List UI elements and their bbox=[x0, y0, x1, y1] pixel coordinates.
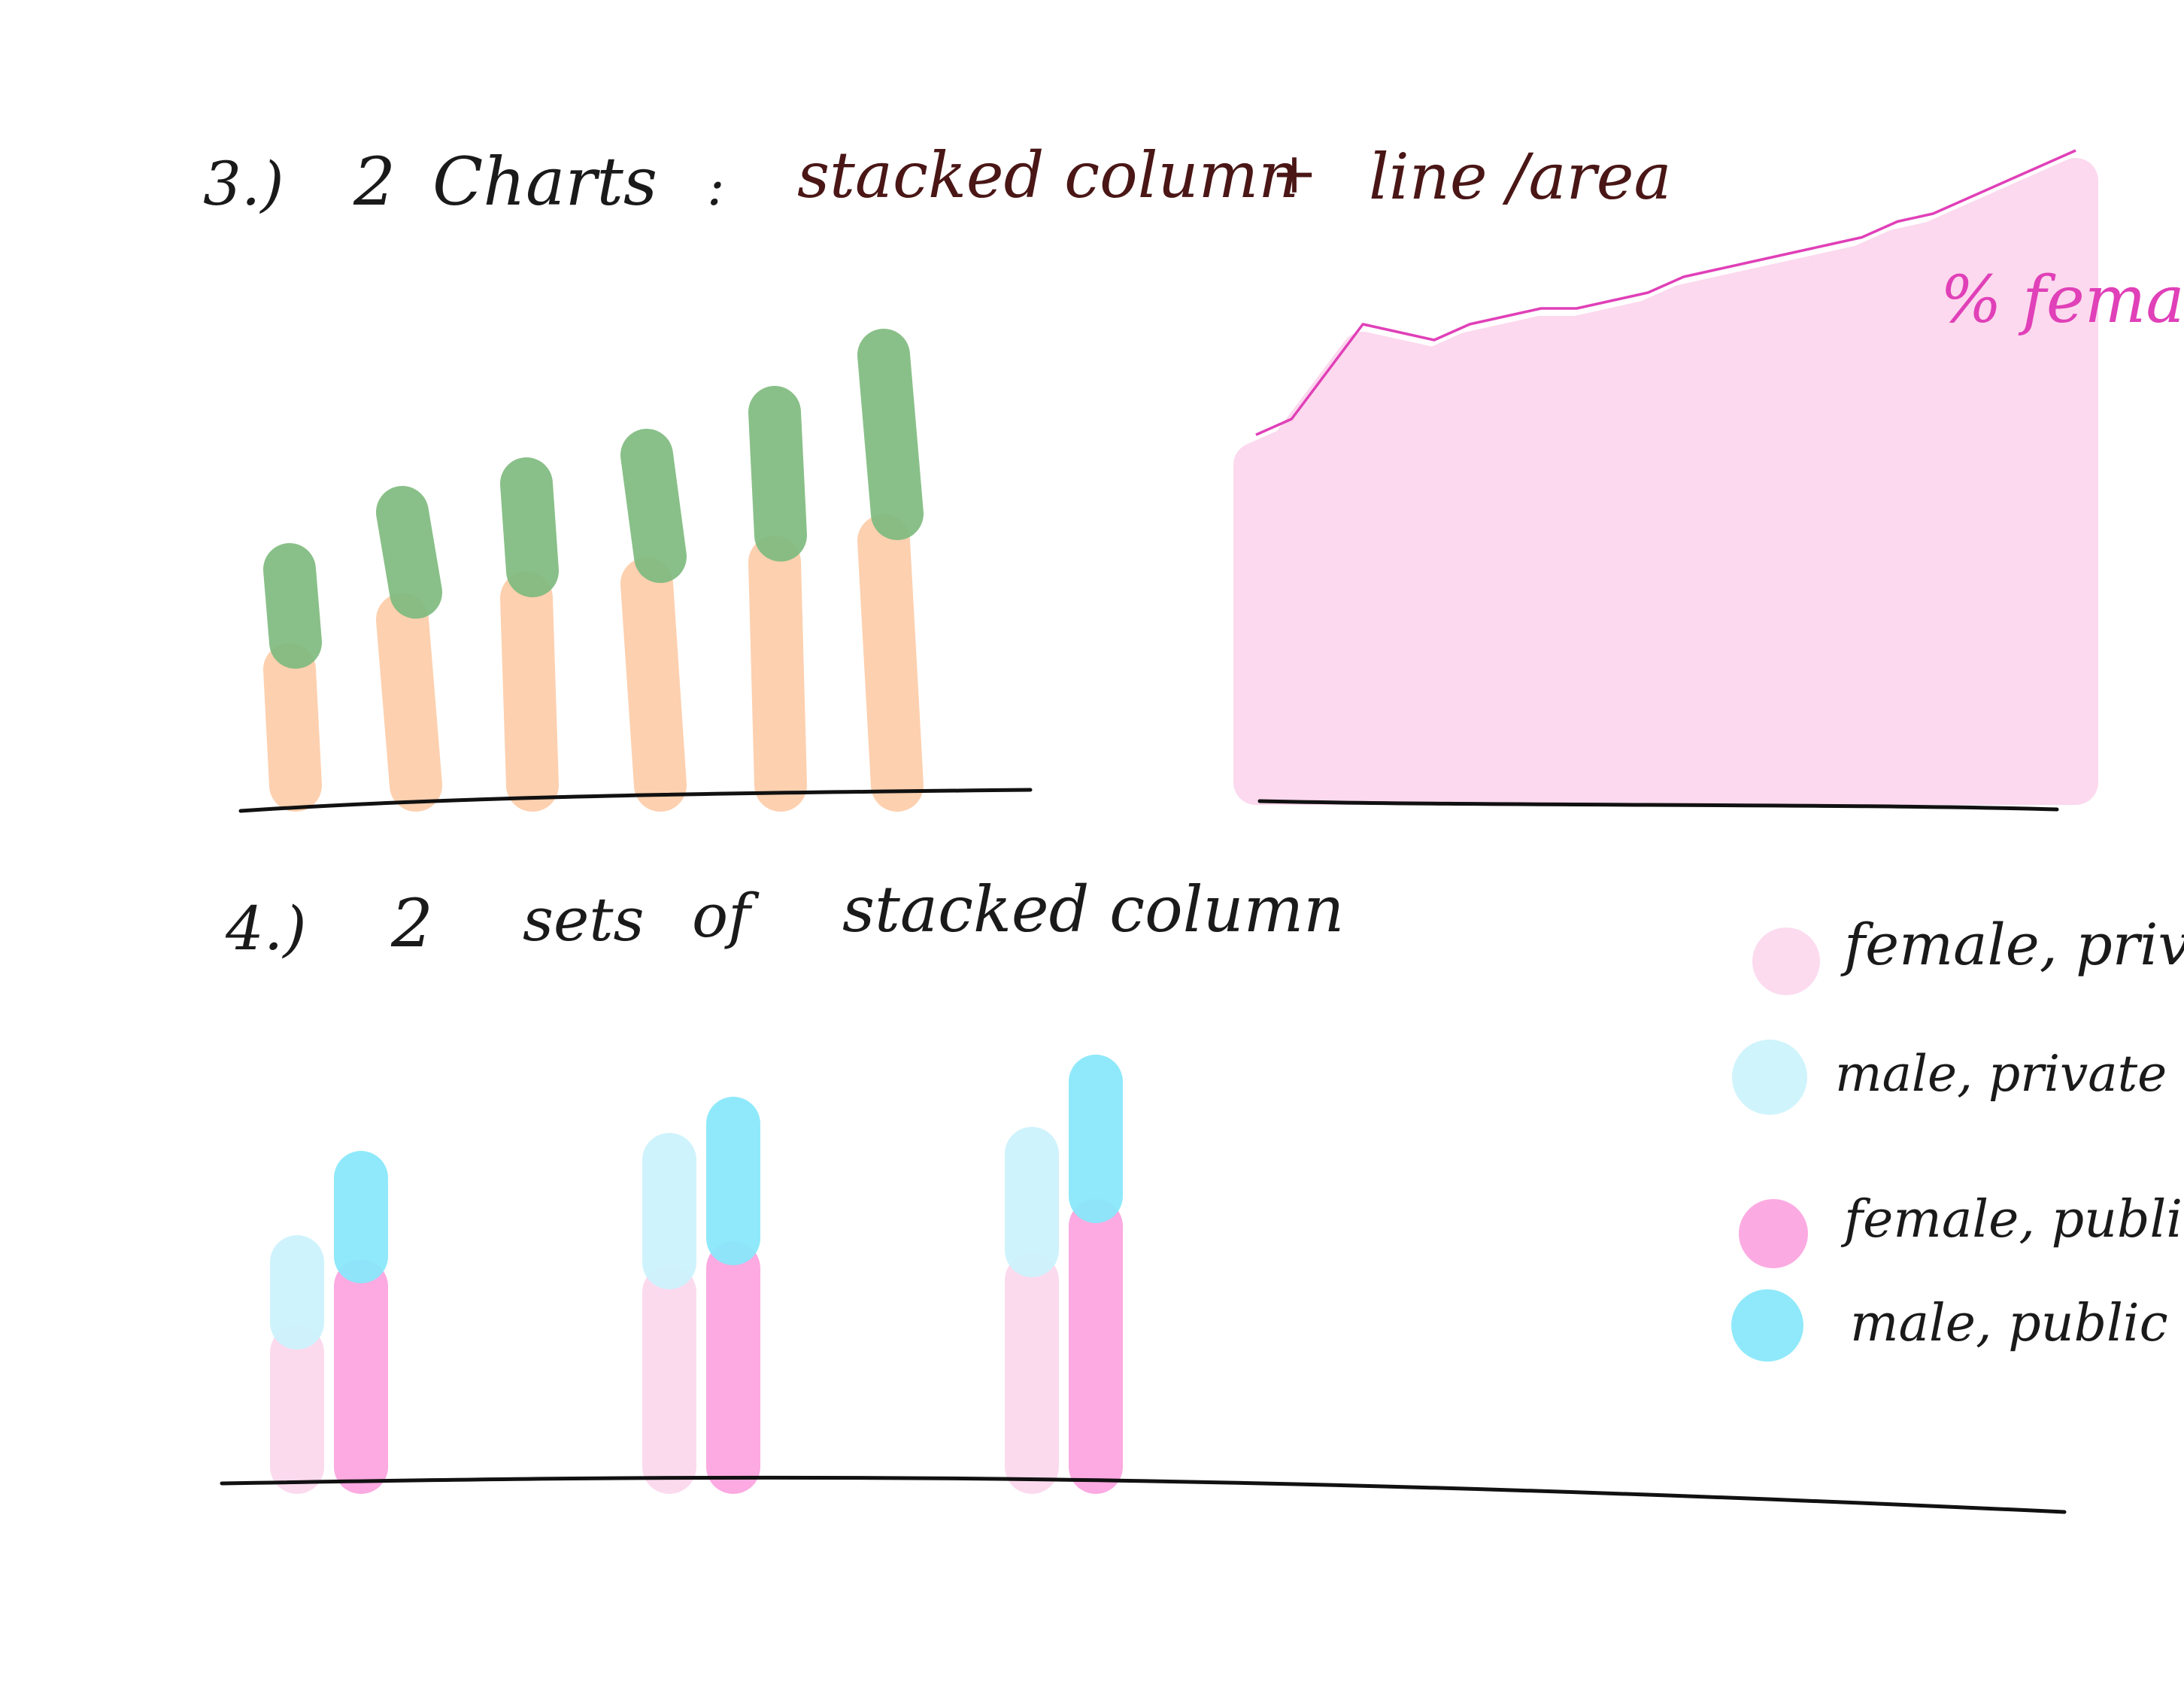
stacked-column-chart bbox=[263, 329, 924, 812]
chart1-bar-segment bbox=[620, 557, 687, 812]
legend-swatch-female-private bbox=[1752, 927, 1820, 995]
heading-3-count: 2 bbox=[353, 143, 396, 220]
legend-swatch-male-private bbox=[1732, 1040, 1807, 1115]
chart1-bar-segment bbox=[376, 486, 442, 619]
heading-3-word: Charts bbox=[432, 143, 657, 220]
area-line-chart bbox=[1233, 149, 2098, 805]
chart1-bar-segment bbox=[857, 329, 924, 540]
legend-swatch-female-public bbox=[1739, 1199, 1808, 1268]
heading-4-count: 2 bbox=[390, 885, 433, 962]
heading-3-type-a: stacked column bbox=[797, 138, 1299, 212]
heading-3-colon: : bbox=[707, 156, 725, 217]
chart1-baseline bbox=[238, 788, 1033, 813]
chart1-bar-segment bbox=[500, 572, 559, 812]
heading-sketch-3: 3.) 2 Charts : stacked column + line /ar… bbox=[203, 138, 1672, 220]
chart1-bar-segment bbox=[748, 536, 807, 812]
area-series-label: % female bbox=[1940, 263, 2184, 338]
heading-3-type-b: line /area bbox=[1369, 140, 1672, 214]
chart1-bar-segment bbox=[263, 643, 322, 812]
legend-swatch-male-public bbox=[1731, 1289, 1803, 1362]
heading-4-word1: sets bbox=[523, 885, 645, 955]
chart1-bar-segment bbox=[376, 593, 442, 812]
heading-4-word2: of bbox=[692, 881, 760, 951]
legend-item-male-private: male, private bbox=[1732, 1040, 2167, 1115]
heading-4-number: 4.) bbox=[225, 894, 307, 964]
chart1-bar-segment bbox=[620, 429, 687, 583]
legend: female, private male, private female, pu… bbox=[1731, 911, 2184, 1362]
heading-sketch-4: 4.) 2 sets of stacked column bbox=[225, 873, 1344, 964]
legend-label-female-public: female, public bbox=[1840, 1190, 2184, 1249]
chart1-bar-segment bbox=[500, 457, 559, 597]
heading-3-plus: + bbox=[1271, 141, 1318, 206]
legend-item-female-private: female, private bbox=[1752, 911, 2184, 995]
chart2-line bbox=[1255, 149, 2076, 436]
chart2-area bbox=[1233, 158, 2098, 805]
chart1-bar-segment bbox=[857, 515, 924, 812]
chart2-baseline bbox=[1257, 799, 2059, 812]
legend-item-male-public: male, public bbox=[1731, 1289, 2168, 1362]
heading-4-type: stacked column bbox=[842, 873, 1344, 946]
legend-label-female-private: female, private bbox=[1840, 911, 2184, 978]
grouped-stacked-column-chart bbox=[270, 1055, 1123, 1494]
heading-3-number: 3.) bbox=[203, 149, 284, 219]
legend-label-male-public: male, public bbox=[1850, 1294, 2168, 1353]
legend-item-female-public: female, public bbox=[1739, 1190, 2184, 1268]
chart1-bar-segment bbox=[748, 386, 807, 562]
chart3-baseline bbox=[220, 1475, 2067, 1514]
legend-label-male-private: male, private bbox=[1835, 1045, 2167, 1103]
chart1-bar-segment bbox=[263, 543, 322, 669]
